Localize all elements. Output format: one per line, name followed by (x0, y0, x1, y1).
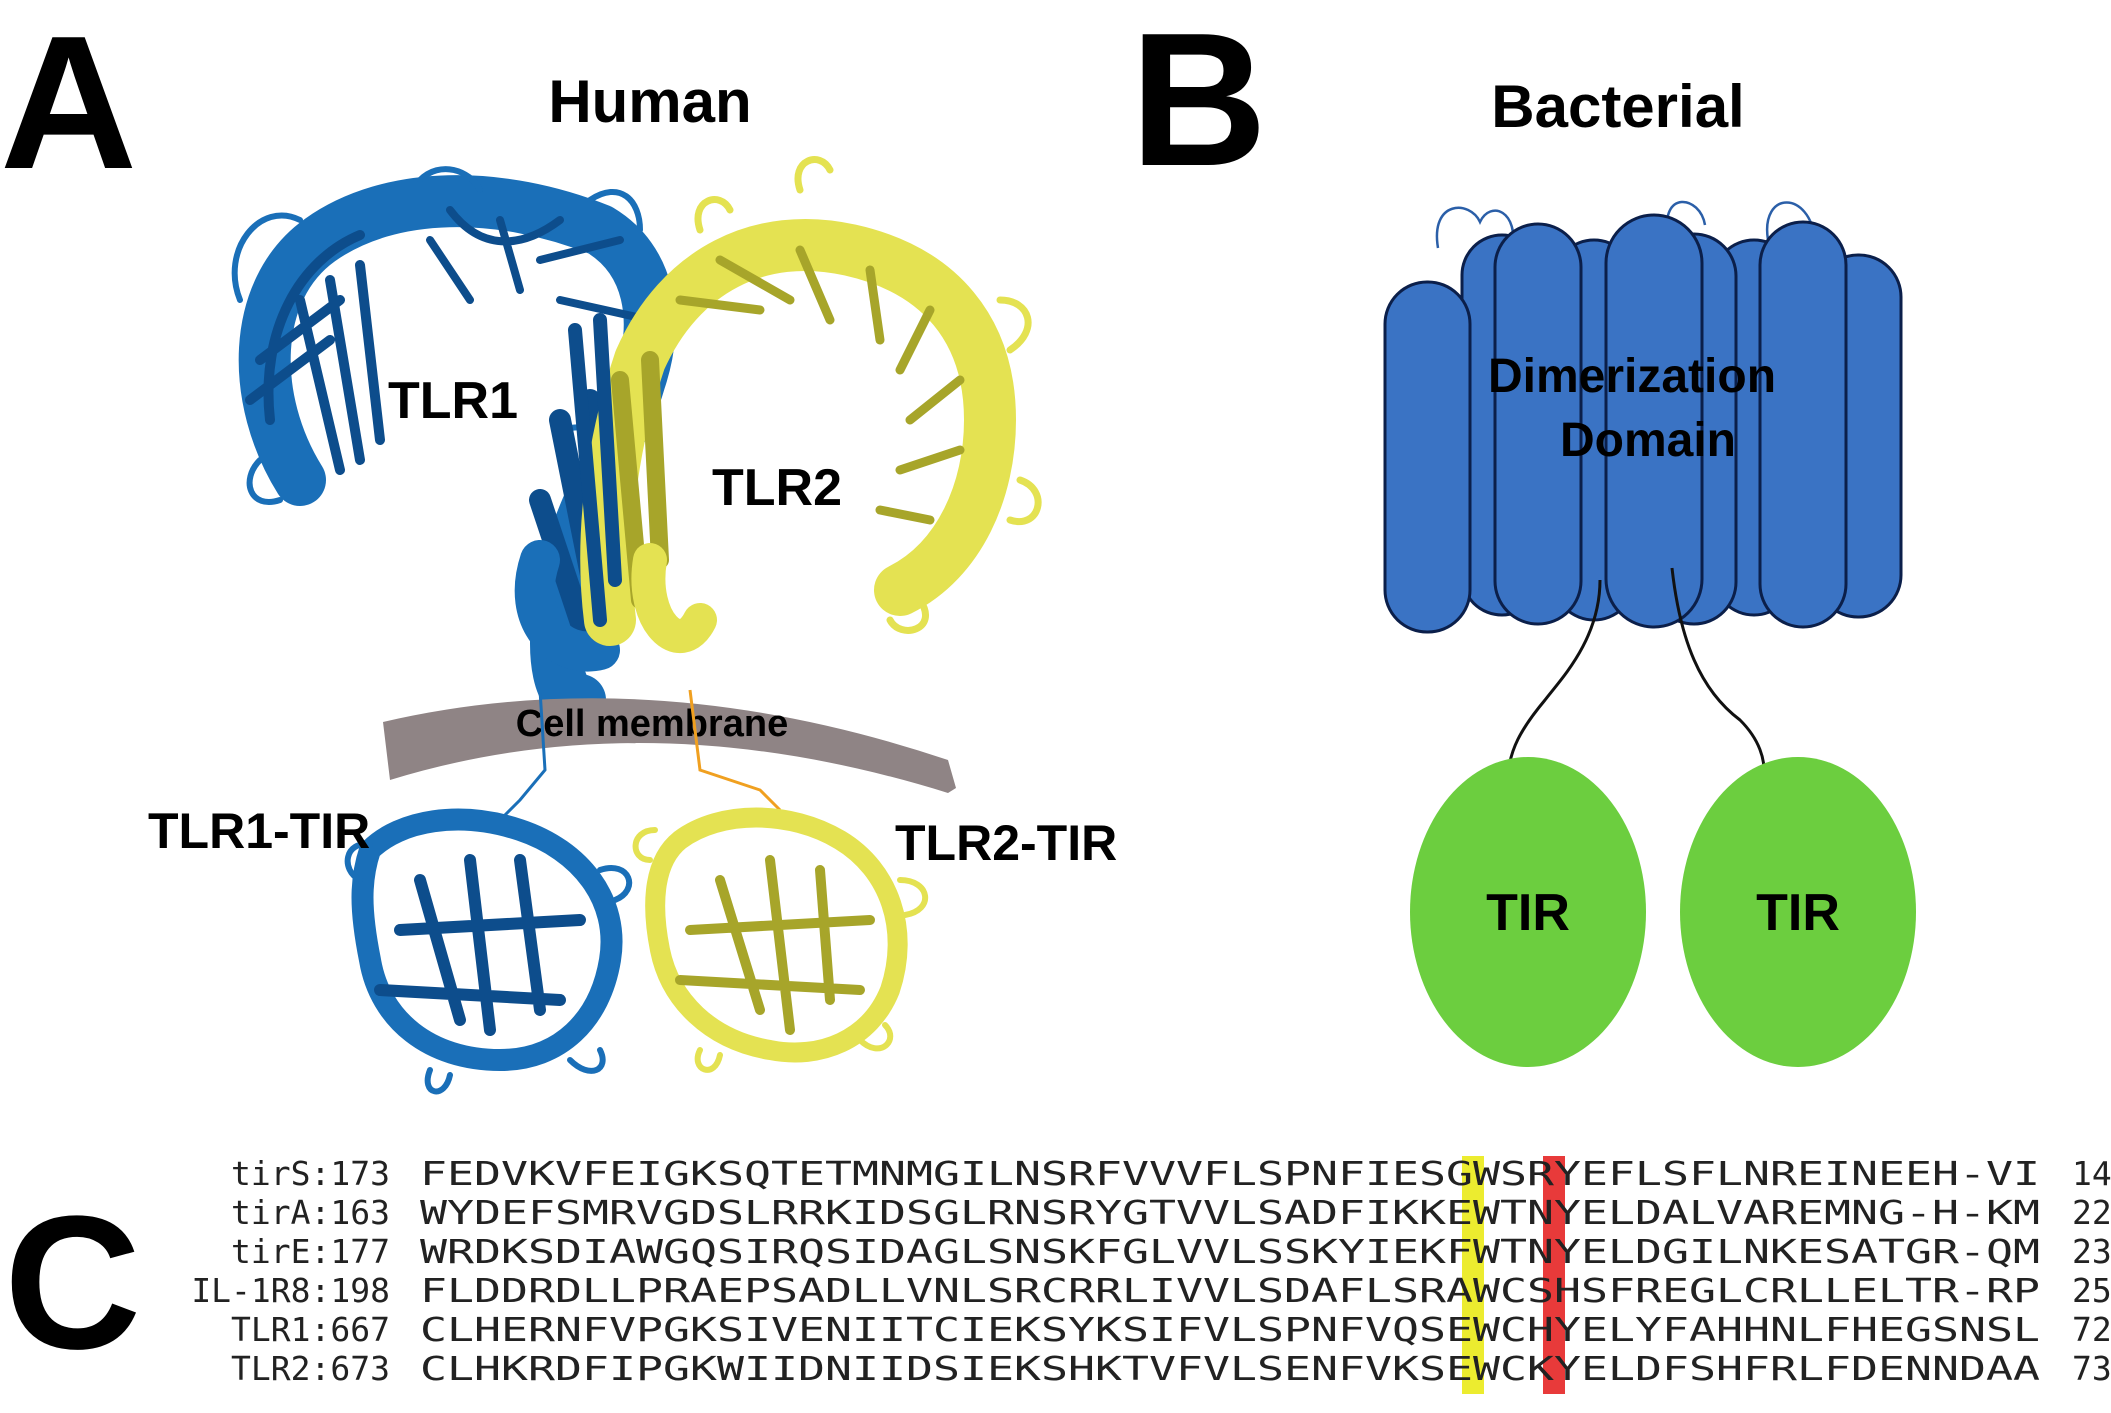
seq-end: 235 (2072, 1232, 2111, 1271)
seq-residues: CLHERNFVPGKSIVENIITCIEKSYKSIFVLSPNFVQSEW… (420, 1310, 2040, 1349)
tir-domain-right (1680, 757, 1916, 1067)
seq-name: TLR2:673 (231, 1349, 390, 1388)
alignment-row: IL-1R8:198 FLDDRDLLPRAEPSADLLVNLSRCRRLIV… (191, 1271, 2111, 1310)
panel-b-title: Bacterial (1491, 73, 1744, 140)
tlr2-ectodomain (568, 156, 1042, 653)
seq-residues: CLHKRDFIPGKWIIDNIIDSIEKSHKTVFVLSENFVKSEW… (420, 1349, 2040, 1388)
seq-end: 256 (2072, 1271, 2111, 1310)
panel-b: B Bacterial Dimerization Domain (1130, 0, 1916, 1067)
panel-a-letter: A (0, 0, 137, 209)
tlr1-ectodomain (231, 166, 676, 726)
helix (1383, 280, 1472, 634)
helix (1604, 213, 1704, 629)
seq-end: 141 (2072, 1154, 2111, 1193)
dimerization-label-line1: Dimerization (1488, 350, 1776, 403)
seq-name: tirE:177 (231, 1232, 390, 1271)
seq-end: 726 (2072, 1310, 2111, 1349)
tir-right-label: TIR (1756, 884, 1840, 942)
alignment-row: tirE:177 WRDKSDIAWGQSIRQSIDAGLSNSKFGLVVL… (231, 1232, 2111, 1271)
alignment-row: tirA:163 WYDEFSMRVGDSLRRKIDSGLRNSRYGTVVL… (231, 1193, 2111, 1232)
seq-end: 220 (2072, 1193, 2111, 1232)
left-linker (1506, 579, 1602, 776)
dimerization-helices (1383, 213, 1903, 634)
right-linker (1670, 567, 1766, 776)
seq-end: 732 (2072, 1349, 2111, 1388)
alignment-row: TLR1:667 CLHERNFVPGKSIVENIITCIEKSYKSIFVL… (231, 1310, 2111, 1349)
cell-membrane (383, 698, 956, 793)
panel-a: A Human TLR1 TLR2 Cell membrane (0, 0, 1117, 1095)
helix (1758, 220, 1848, 629)
panel-b-letter: B (1130, 0, 1267, 206)
tlr2-tir-domain (632, 807, 928, 1073)
seq-name: tirA:163 (231, 1193, 390, 1232)
panel-c: C tirS:173 FEDVKVFEIGKSQTETMNMGILNSRFVVV… (4, 1154, 2111, 1394)
highlight-column-red (1543, 1156, 1565, 1394)
tlr1-transmembrane-linker (498, 689, 547, 822)
tlr1-tir-domain (344, 808, 633, 1095)
helix (1493, 222, 1583, 626)
tlr2-label: TLR2 (712, 459, 842, 517)
tlr2-tir-label: TLR2-TIR (895, 815, 1117, 871)
seq-residues: FLDDRDLLPRAEPSADLLVNLSRCRRLIVVLSDAFLSRAW… (420, 1271, 2040, 1310)
alignment-row: tirS:173 FEDVKVFEIGKSQTETMNMGILNSRFVVVFL… (231, 1154, 2111, 1193)
tir-domain-left (1410, 757, 1646, 1067)
tir-left-label: TIR (1486, 884, 1570, 942)
seq-residues: WRDKSDIAWGQSIRQSIDAGLSNSKFGLVVLSSKYIEKFW… (420, 1232, 2040, 1271)
alignment-row: TLR2:673 CLHKRDFIPGKWIIDNIIDSIEKSHKTVFVL… (231, 1349, 2111, 1388)
dimerization-label-line2: Domain (1560, 414, 1736, 467)
panel-c-letter: C (4, 1177, 141, 1389)
cell-membrane-label: Cell membrane (516, 703, 788, 745)
seq-name: TLR1:667 (231, 1310, 390, 1349)
tlr1-tir-label: TLR1-TIR (148, 803, 370, 859)
seq-name: tirS:173 (231, 1154, 390, 1193)
highlight-column-yellow (1462, 1156, 1484, 1394)
seq-residues: FEDVKVFEIGKSQTETMNMGILNSRFVVVFLSPNFIESGW… (420, 1154, 2040, 1193)
tlr2-transmembrane-linker (688, 689, 782, 812)
tlr1-label: TLR1 (388, 372, 518, 430)
seq-name: IL-1R8:198 (191, 1271, 390, 1310)
panel-a-title: Human (548, 68, 751, 135)
seq-residues: WYDEFSMRVGDSLRRKIDSGLRNSRYGTVVLSADFIKKEW… (420, 1193, 2040, 1232)
